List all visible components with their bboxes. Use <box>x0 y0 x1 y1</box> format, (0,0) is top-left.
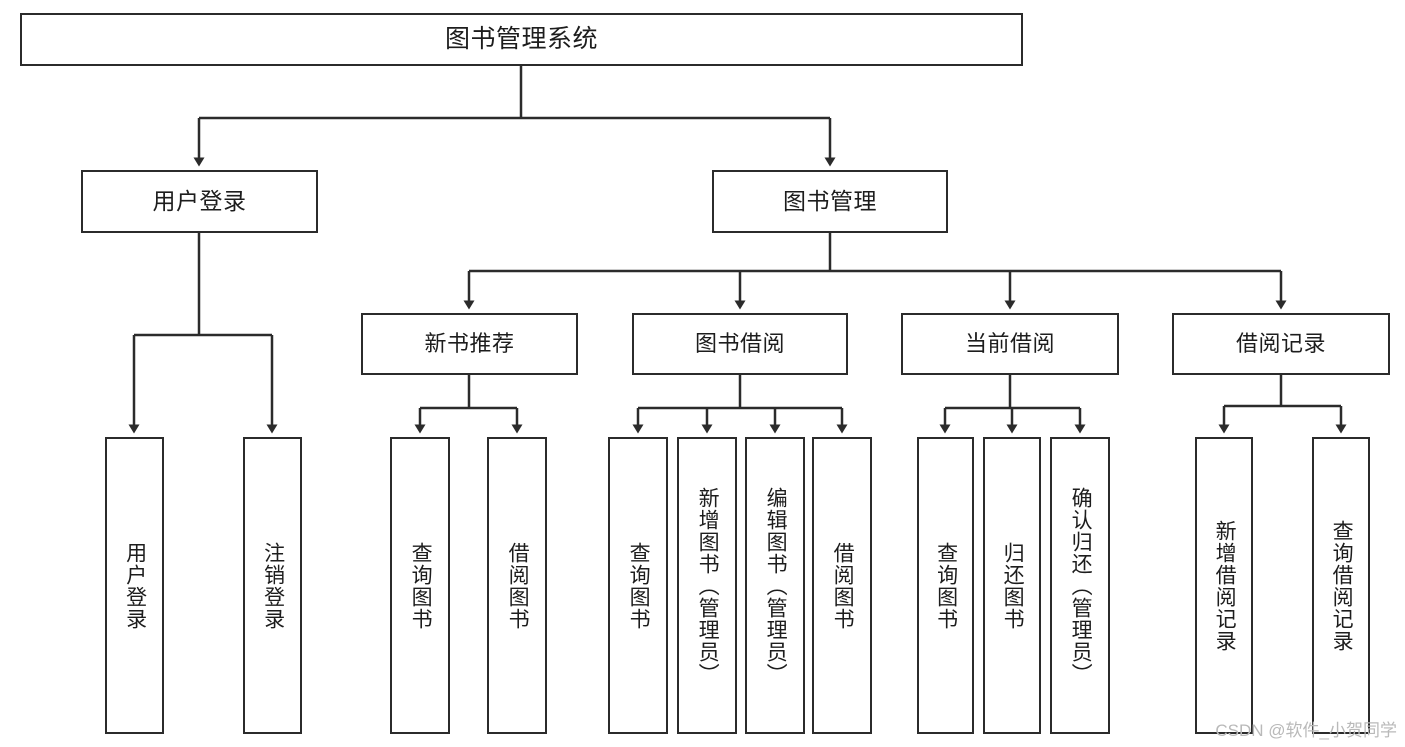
node-borrow-query-book[interactable]: 查询图书 <box>608 437 668 734</box>
node-borrow-records-label: 借阅记录 <box>1235 331 1326 357</box>
node-user-login[interactable]: 用户登录 <box>81 170 318 233</box>
node-borrow-add-book[interactable]: 新增图书（管理员） <box>677 437 737 734</box>
node-current-confirm-return-label: 确认归还（管理员） <box>1069 486 1093 685</box>
node-borrow-query-book-label: 查询图书 <box>627 541 651 630</box>
node-borrow-borrow-book-label: 借阅图书 <box>831 541 855 630</box>
node-user-login-label: 用户登录 <box>152 188 247 215</box>
node-borrow-borrow-book[interactable]: 借阅图书 <box>812 437 872 734</box>
node-user-login-login-label: 用户登录 <box>123 541 147 630</box>
node-current-borrow-label: 当前借阅 <box>964 331 1055 357</box>
node-records-query-record[interactable]: 查询借阅记录 <box>1312 437 1370 734</box>
node-current-confirm-return[interactable]: 确认归还（管理员） <box>1050 437 1110 734</box>
node-book-borrow-label: 图书借阅 <box>694 331 785 357</box>
node-book-management[interactable]: 图书管理 <box>712 170 948 233</box>
node-records-query-record-label: 查询借阅记录 <box>1330 519 1354 652</box>
node-borrow-edit-book-label: 编辑图书（管理员） <box>764 486 788 685</box>
node-records-add-record-label: 新增借阅记录 <box>1213 519 1237 652</box>
node-current-borrow[interactable]: 当前借阅 <box>901 313 1119 375</box>
node-current-return-book[interactable]: 归还图书 <box>983 437 1041 734</box>
node-user-login-logout[interactable]: 注销登录 <box>243 437 302 734</box>
node-new-book-recommend[interactable]: 新书推荐 <box>361 313 578 375</box>
node-user-login-logout-label: 注销登录 <box>261 541 285 630</box>
node-user-login-login[interactable]: 用户登录 <box>105 437 164 734</box>
node-borrow-records[interactable]: 借阅记录 <box>1172 313 1390 375</box>
node-recommend-query-book-label: 查询图书 <box>409 541 433 630</box>
node-borrow-add-book-label: 新增图书（管理员） <box>696 486 720 685</box>
node-current-return-book-label: 归还图书 <box>1001 541 1025 630</box>
node-current-query-book[interactable]: 查询图书 <box>917 437 974 734</box>
node-new-book-recommend-label: 新书推荐 <box>424 331 515 357</box>
node-current-query-book-label: 查询图书 <box>934 541 958 630</box>
node-recommend-query-book[interactable]: 查询图书 <box>390 437 450 734</box>
node-recommend-borrow-book[interactable]: 借阅图书 <box>487 437 547 734</box>
node-root[interactable]: 图书管理系统 <box>20 13 1023 66</box>
node-book-management-label: 图书管理 <box>783 188 877 215</box>
node-book-borrow[interactable]: 图书借阅 <box>632 313 848 375</box>
node-recommend-borrow-book-label: 借阅图书 <box>506 541 530 630</box>
node-root-label: 图书管理系统 <box>444 24 598 53</box>
node-borrow-edit-book[interactable]: 编辑图书（管理员） <box>745 437 805 734</box>
node-records-add-record[interactable]: 新增借阅记录 <box>1195 437 1253 734</box>
